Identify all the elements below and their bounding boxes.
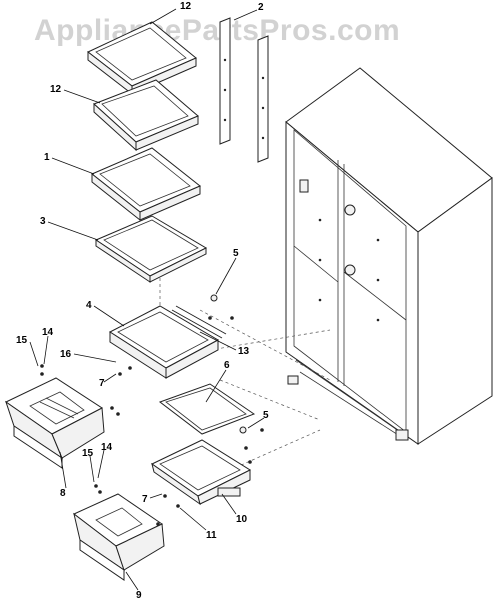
shelf-rails-2 [219,17,269,163]
callout-2: 2 [258,2,264,13]
watermark-text: AppliancePartsPros.com [34,14,400,47]
hardware-screws [40,294,264,526]
shelf-1 [91,147,201,222]
callout-5-upper: 5 [233,248,239,259]
callout-labels: 12 2 12 1 3 5 4 13 14 15 16 7 6 5 8 15 1… [16,1,269,600]
callout-12-top: 12 [180,1,192,12]
callout-13: 13 [238,346,250,357]
callout-7-lower: 7 [142,494,148,505]
callout-15-lower: 15 [82,448,94,459]
callout-10: 10 [236,514,248,525]
callout-12-second: 12 [50,84,62,95]
callout-6: 6 [224,360,230,371]
callout-14-lower: 14 [101,442,113,453]
crisper-drawer-8 [5,377,105,469]
callout-3: 3 [40,216,46,227]
callout-16: 16 [60,349,72,360]
callout-9: 9 [136,590,142,600]
crisper-drawer-9 [73,493,165,581]
callout-1: 1 [44,152,50,163]
callout-leaders [29,8,265,591]
callout-15-upper: 15 [16,335,28,346]
crisper-glass-6 [158,383,256,435]
shelf-12-second [93,79,199,152]
refrigerator-cabinet [285,67,493,445]
callout-7-upper: 7 [99,378,105,389]
callout-14-upper: 14 [42,327,54,338]
callout-4: 4 [86,300,92,311]
shelf-3-glass [94,215,208,283]
callout-5-lower: 5 [263,410,269,421]
callout-8: 8 [60,488,66,499]
crisper-frame-4 [109,305,227,379]
callout-11: 11 [206,530,217,541]
crisper-frame-10 [151,439,252,506]
